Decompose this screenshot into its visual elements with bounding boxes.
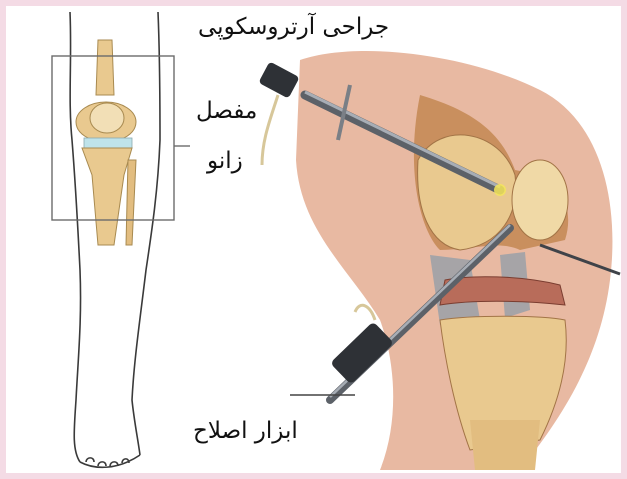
arthroscopy-surgery-label: جراحی آرتروسکوپی <box>198 14 389 40</box>
repair-tool-label: ابزار اصلاح <box>193 418 298 444</box>
knee-joint-label-line2: زانو <box>207 148 243 174</box>
knee-joint-label-line1: مفصل <box>196 98 257 124</box>
leg-bones <box>76 40 136 245</box>
